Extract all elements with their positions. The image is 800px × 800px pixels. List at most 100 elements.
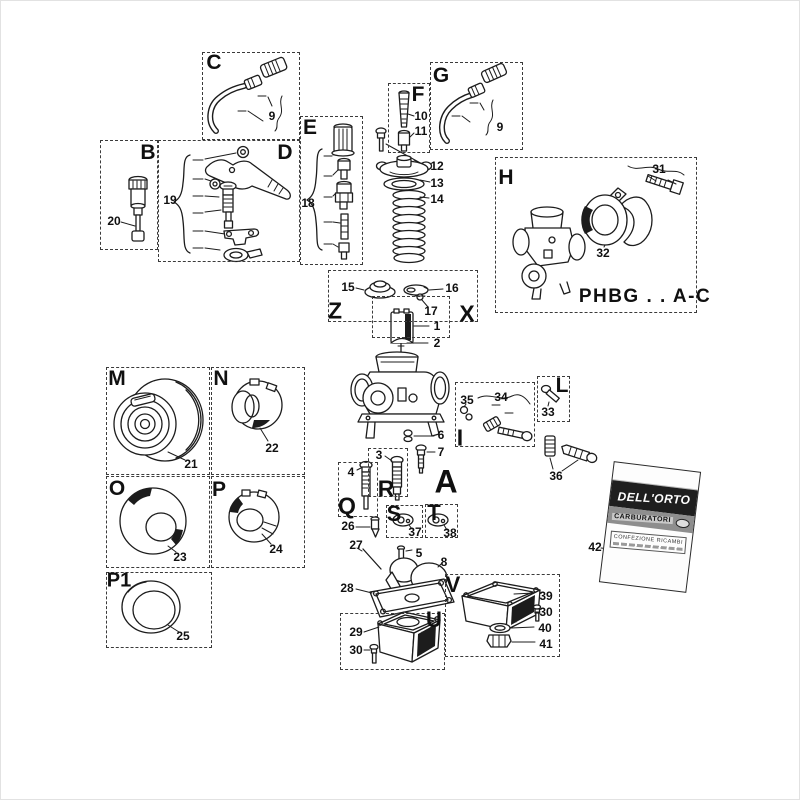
part-number-label-5: 5	[415, 546, 423, 560]
part-number-label-1: 1	[433, 319, 441, 333]
bag-oval-logo-icon	[675, 518, 691, 529]
air-filter-drawing	[114, 379, 203, 461]
part-number-label-22: 22	[265, 441, 279, 455]
part-number-label-9: 9	[496, 120, 504, 134]
section-box-T	[425, 504, 458, 538]
section-letter-P: P	[211, 478, 227, 501]
part-number-label-2: 2	[433, 336, 441, 350]
part-number-label-32: 32	[596, 246, 610, 260]
section-letter-T: T	[427, 500, 441, 525]
section-box-Q	[338, 462, 378, 517]
part-number-label-23: 23	[173, 550, 187, 564]
part-number-label-31: 31	[652, 162, 666, 176]
choke-lever-kit-drawing	[174, 147, 290, 262]
section-letter-I: I	[456, 424, 464, 451]
part-number-label-37: 37	[408, 525, 422, 539]
part-number-label-29: 29	[349, 625, 363, 639]
section-letter-R: R	[377, 475, 395, 502]
top-cover-spring-drawing	[376, 128, 432, 263]
linkage-screws-drawing	[461, 386, 598, 472]
section-letter-D: D	[277, 141, 293, 164]
part-number-label-42: 42	[588, 540, 602, 554]
part-number-label-11: 11	[414, 124, 428, 138]
part-number-label-28: 28	[340, 581, 354, 595]
part-number-label-39: 39	[539, 589, 553, 603]
part-number-label-40: 40	[538, 621, 552, 635]
section-letter-Q: Q	[338, 492, 356, 519]
adjuster-screws-drawing	[357, 456, 403, 509]
section-box-F	[388, 83, 430, 153]
section-letter-M: M	[108, 367, 126, 390]
section-letter-A: A	[434, 463, 458, 500]
section-letter-P1: P1	[106, 569, 132, 592]
part-number-label-18: 18	[301, 196, 315, 210]
section-box-U	[340, 613, 445, 670]
carburetor-body-drawing	[351, 352, 449, 473]
float-bowl-v-drawing	[462, 582, 541, 647]
section-letter-G: G	[432, 64, 450, 87]
part-number-label-36: 36	[549, 469, 563, 483]
part-number-label-10: 10	[414, 109, 428, 123]
section-box-P	[211, 476, 305, 568]
section-box-H	[495, 157, 697, 313]
sleeve-22-drawing	[232, 379, 282, 441]
part-number-label-16: 16	[445, 281, 459, 295]
spare-parts-bag: DELL'ORTO CARBURATORI CONFEZIONE RICAMBI	[598, 461, 702, 593]
section-box-E	[300, 116, 363, 265]
section-box-V	[445, 574, 560, 657]
part-number-label-38: 38	[443, 526, 457, 540]
part-number-label-35: 35	[460, 393, 474, 407]
section-letter-phbg-model: PHBG . . A-C	[578, 286, 712, 307]
part-number-label-7: 7	[437, 445, 445, 459]
part-number-label-21: 21	[184, 457, 198, 471]
section-letter-X: X	[459, 300, 475, 327]
section-box-L	[537, 376, 570, 422]
section-box-O	[106, 476, 210, 568]
part-number-label-4: 4	[347, 465, 355, 479]
section-box-D	[158, 140, 300, 262]
bag-brand-text: DELL'ORTO	[616, 489, 691, 508]
section-box-B	[100, 140, 158, 250]
section-letter-E: E	[302, 116, 318, 139]
part-number-label-26: 26	[341, 519, 355, 533]
part-number-label-6: 6	[437, 428, 445, 442]
bag-carburatori-text: CARBURATORI	[611, 512, 674, 525]
starter-plunger-drawing	[121, 177, 147, 242]
part-number-label-41: 41	[539, 637, 553, 651]
part-number-label-33: 33	[541, 405, 555, 419]
section-box-N	[211, 367, 305, 475]
part-number-label-20: 20	[107, 214, 121, 228]
section-letter-S: S	[386, 501, 402, 526]
float-system-drawing	[356, 517, 454, 617]
section-letter-F: F	[411, 83, 425, 106]
part-number-label-15: 15	[341, 280, 355, 294]
bag-info-box: CONFEZIONE RICAMBI	[609, 530, 687, 555]
section-letter-H: H	[498, 166, 514, 189]
section-box-inner-17	[372, 296, 450, 338]
ring-23-drawing	[120, 488, 186, 554]
jet-set-drawing	[307, 124, 354, 259]
section-box-G	[430, 62, 523, 150]
section-letter-Z: Z	[327, 297, 343, 324]
part-number-label-27: 27	[349, 538, 363, 552]
section-letter-C: C	[206, 51, 222, 74]
part-number-label-13: 13	[430, 176, 444, 190]
ring-25-drawing	[122, 581, 180, 633]
section-box-S	[386, 505, 423, 538]
section-letter-V: V	[445, 572, 461, 597]
slide-needle-drawing	[356, 281, 443, 368]
part-number-label-12: 12	[430, 159, 444, 173]
part-number-label-30: 30	[349, 643, 363, 657]
nut-24-drawing	[229, 490, 279, 544]
part-number-label-30: 30	[539, 605, 553, 619]
cable-elbow-c-drawing	[210, 57, 287, 131]
section-box-I	[455, 382, 535, 447]
section-box-ZX	[328, 270, 478, 322]
section-box-R	[368, 448, 408, 497]
section-box-P1	[106, 572, 212, 648]
part-number-label-3: 3	[375, 448, 383, 462]
section-box-C	[202, 52, 300, 140]
phbg-carb-manifold-drawing	[513, 166, 684, 299]
